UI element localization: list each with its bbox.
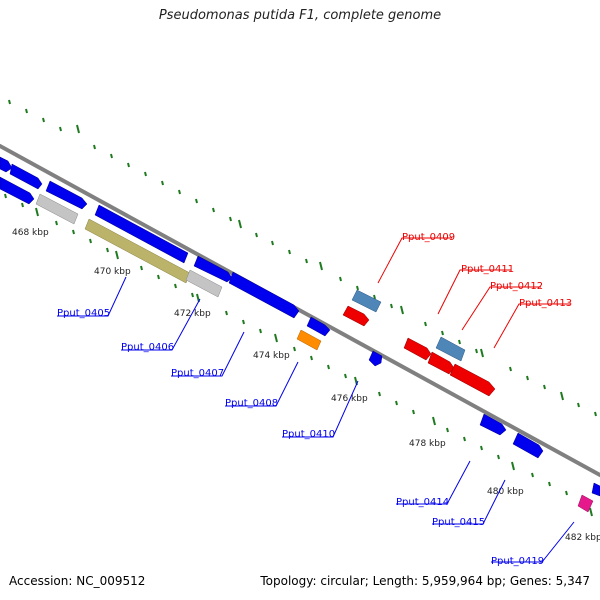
accession-text: Accession: NC_009512 xyxy=(9,574,146,588)
gene-label-pput-0414: Pput_0414 xyxy=(396,497,449,508)
gene-label-pput-0411: Pput_0411 xyxy=(461,264,514,275)
gene-block-blue xyxy=(94,204,189,264)
gene-block-blue xyxy=(368,350,383,367)
gene-block-olive xyxy=(84,218,191,284)
gene-block-steel xyxy=(351,289,382,313)
gene-label-pput-0412: Pput_0412 xyxy=(490,281,543,292)
map-title: Pseudomonas putida F1, complete genome xyxy=(158,8,442,23)
gene-block-red xyxy=(427,351,455,375)
gene-label-pput-0407: Pput_0407 xyxy=(171,368,224,379)
gene-block-blue xyxy=(479,413,507,436)
scale-label-482: 482 kbp xyxy=(565,533,600,543)
genome-summary-text: Topology: circular; Length: 5,959,964 bp… xyxy=(260,574,590,588)
gene-block-blue xyxy=(228,271,300,319)
gene-label-pput-0409: Pput_0409 xyxy=(402,232,455,243)
gene-features xyxy=(0,156,600,513)
scale-label-468: 468 kbp xyxy=(12,228,49,238)
gene-labels: Pput_0405 Pput_0406 Pput_0407 Pput_0408 … xyxy=(57,232,572,567)
gene-block-magenta xyxy=(577,494,594,513)
gene-block-blue xyxy=(306,316,331,337)
gene-block-blue xyxy=(193,255,233,283)
scale-label-474: 474 kbp xyxy=(253,351,290,361)
gene-block-orange xyxy=(296,329,322,351)
gene-label-pput-0408: Pput_0408 xyxy=(225,398,278,409)
gene-block-gray xyxy=(185,269,223,298)
inner-tick-row xyxy=(4,193,593,517)
gene-block-red xyxy=(342,305,370,327)
gene-label-pput-0419: Pput_0419 xyxy=(491,556,544,567)
outer-tick-row xyxy=(8,99,597,417)
scale-label-470: 470 kbp xyxy=(94,267,131,277)
gene-block-blue xyxy=(45,180,88,210)
gene-block-blue xyxy=(0,176,35,205)
gene-block-blue xyxy=(512,432,544,459)
scale-label-480: 480 kbp xyxy=(487,487,524,497)
gene-block-red xyxy=(449,363,496,397)
gene-leader-lines xyxy=(57,237,575,563)
gene-block-blue xyxy=(9,163,43,190)
genome-backbone xyxy=(0,144,600,477)
gene-label-pput-0410: Pput_0410 xyxy=(282,429,335,440)
gene-label-pput-0405: Pput_0405 xyxy=(57,308,110,319)
scale-labels: 468 kbp 470 kbp 472 kbp 474 kbp 476 kbp … xyxy=(12,228,600,543)
gene-block-blue xyxy=(591,482,600,497)
gene-block-gray xyxy=(35,193,79,225)
gene-block-red xyxy=(403,337,432,361)
gene-label-pput-0406: Pput_0406 xyxy=(121,342,174,353)
gene-label-pput-0413: Pput_0413 xyxy=(519,298,572,309)
gene-block-blue xyxy=(0,156,13,173)
scale-label-478: 478 kbp xyxy=(409,439,446,449)
gene-block-steel xyxy=(435,336,466,362)
scale-label-472: 472 kbp xyxy=(174,309,211,319)
gene-label-pput-0415: Pput_0415 xyxy=(432,517,485,528)
